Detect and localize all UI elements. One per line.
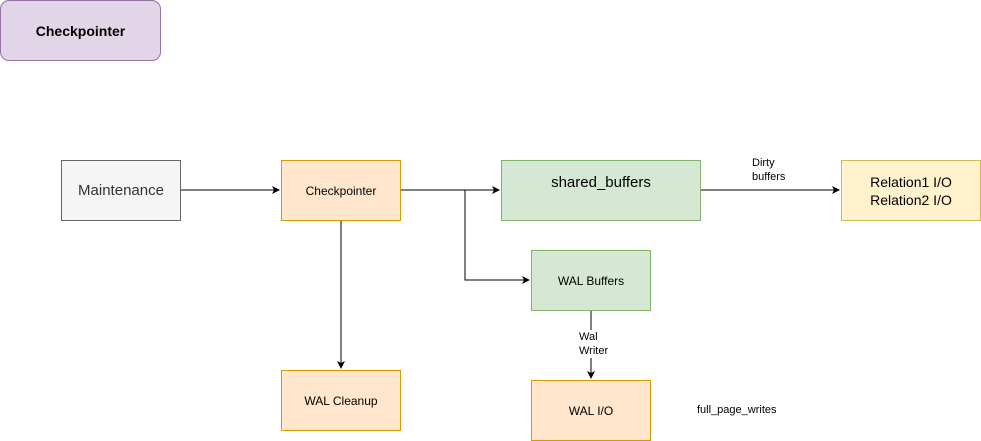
relation-io-node: Relation1 I/O Relation2 I/O [841, 160, 981, 221]
wal-writer-label: Wal Writer [578, 330, 610, 358]
maintenance-node: Maintenance [61, 160, 181, 221]
maintenance-label: Maintenance [78, 182, 164, 199]
wal-writer-line1: Wal [579, 331, 598, 343]
wal-io-node: WAL I/O [531, 380, 651, 441]
title-label: Checkpointer [35, 22, 126, 39]
shared-buffers-label: shared_buffers [551, 174, 651, 191]
dirty-buffers-line2: buffers [752, 171, 786, 183]
dirty-buffers-line1: Dirty [752, 157, 775, 169]
wal-buffers-label: WAL Buffers [557, 273, 625, 288]
checkpointer-node: Checkpointer [281, 160, 401, 221]
relation1-io-label: Relation1 I/O [870, 173, 952, 190]
wal-writer-line2: Writer [579, 345, 609, 357]
shared-buffers-node: shared_buffers [501, 160, 701, 221]
title-box: Checkpointer [0, 0, 161, 61]
dirty-buffers-label: Dirty buffers [752, 156, 785, 184]
wal-cleanup-node: WAL Cleanup [281, 370, 401, 431]
relation2-io-label: Relation2 I/O [870, 191, 952, 208]
wal-cleanup-label: WAL Cleanup [304, 393, 378, 408]
wal-buffers-node: WAL Buffers [531, 250, 651, 311]
checkpointer-label: Checkpointer [305, 183, 377, 198]
full-page-writes-label: full_page_writes [697, 404, 777, 416]
wal-io-label: WAL I/O [568, 403, 614, 418]
